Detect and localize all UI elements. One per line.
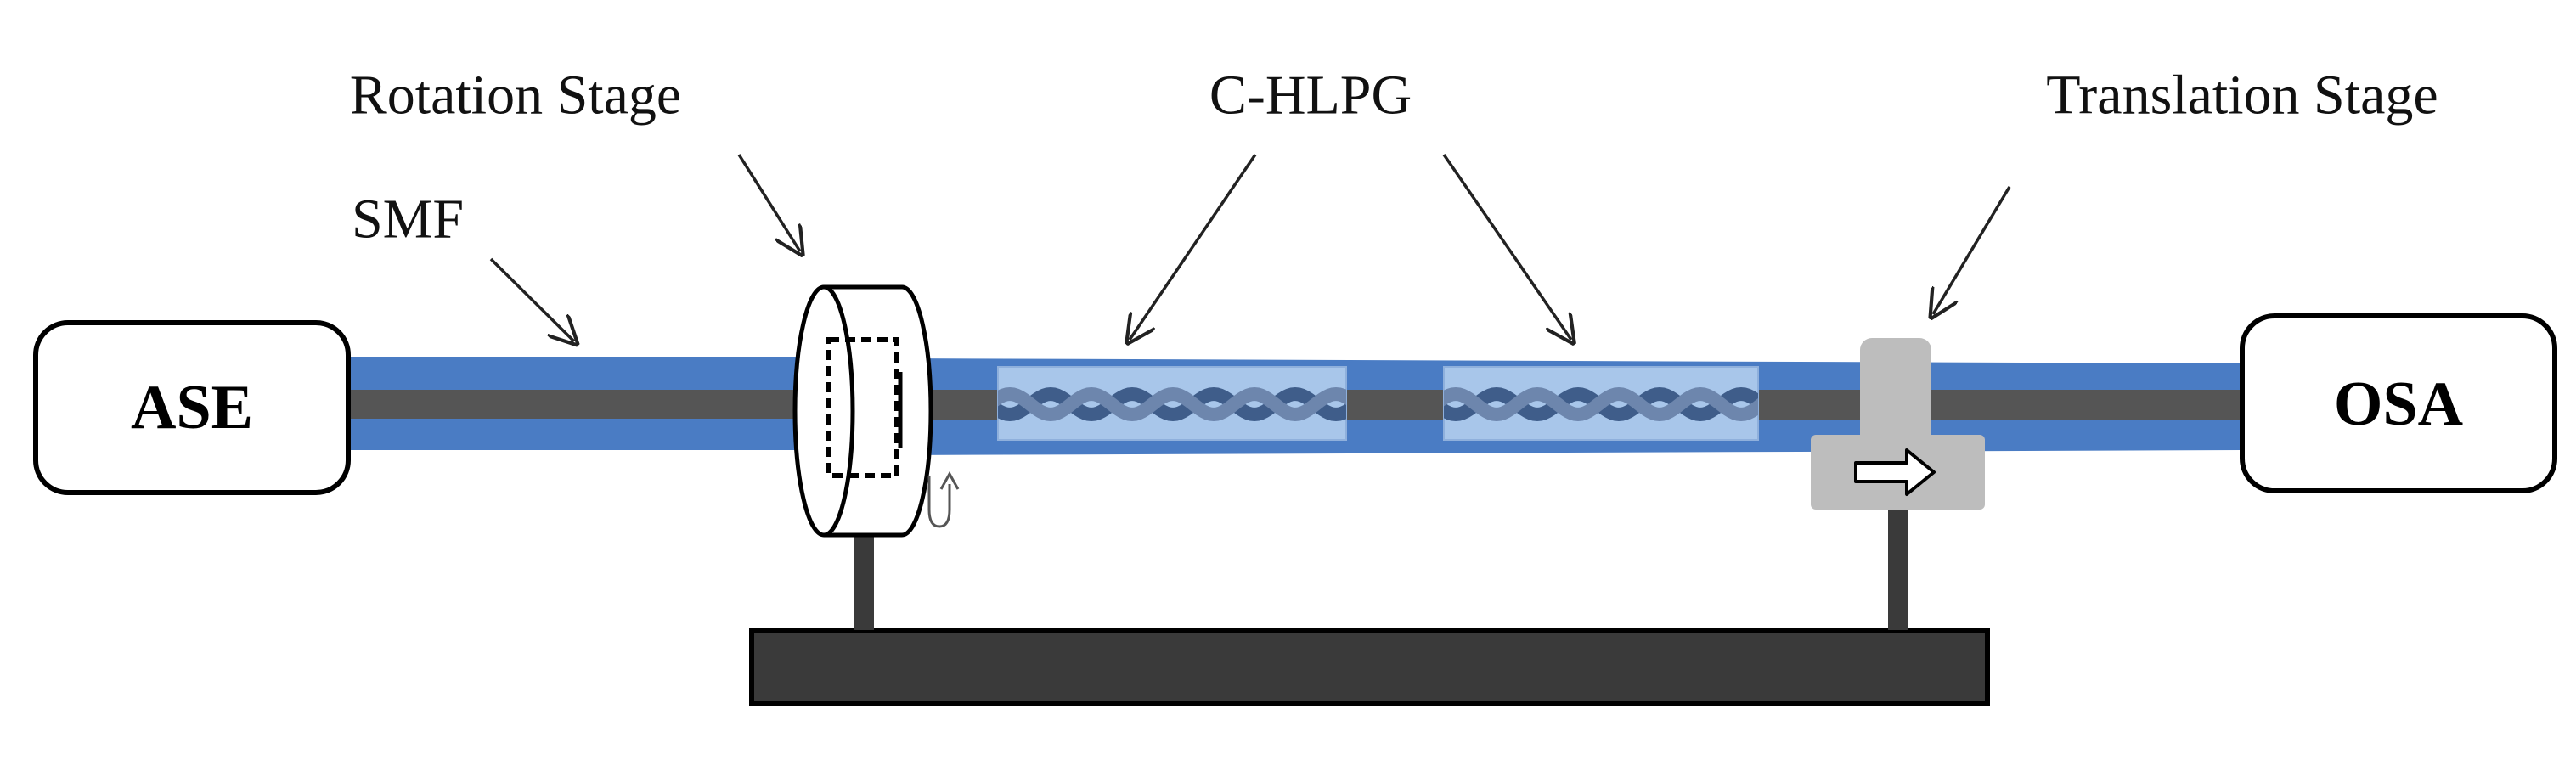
rotation-arrow-icon xyxy=(927,470,960,528)
smf-arrow xyxy=(489,257,574,341)
pointer-arrows xyxy=(489,154,2011,341)
translation-arrow-icon xyxy=(1854,448,1936,496)
grating-window-1 xyxy=(997,366,1347,441)
osa-label: OSA xyxy=(2334,369,2463,439)
osa-analyzer-box: OSA xyxy=(2240,313,2557,493)
chlpg-arrow-right xyxy=(1442,154,1571,340)
chlpg-arrow-left xyxy=(1130,154,1257,340)
chlpg-label: C-HLPG xyxy=(1209,65,1412,127)
translation-stage xyxy=(1811,338,1985,510)
translation-stage-post xyxy=(1888,510,1908,630)
rotation-stage xyxy=(792,284,933,538)
ase-source-box: ASE xyxy=(33,320,351,495)
translation-stage-label: Translation Stage xyxy=(2046,65,2438,127)
helical-grating-1 xyxy=(998,386,1346,422)
ase-label: ASE xyxy=(131,373,253,442)
rotation-stage-arrow xyxy=(737,154,800,251)
smf-label: SMF xyxy=(352,189,464,251)
translation-stage-arrow xyxy=(1933,186,2011,314)
optical-bench xyxy=(749,628,1990,706)
rotation-stage-label: Rotation Stage xyxy=(350,65,681,127)
helical-grating-2 xyxy=(1444,386,1758,422)
